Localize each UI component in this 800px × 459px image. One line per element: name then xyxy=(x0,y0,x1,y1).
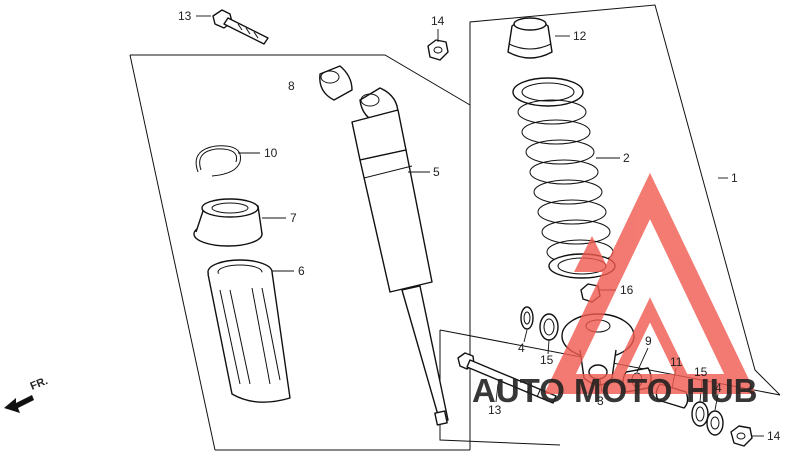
spring-seat-stopper xyxy=(193,198,263,247)
callout-14a: 14 xyxy=(431,14,445,28)
assembly-frame-left xyxy=(129,54,471,451)
collar-right xyxy=(706,410,724,436)
seal-right xyxy=(691,401,709,427)
callout-15a: 15 xyxy=(540,353,554,367)
callout-10: 10 xyxy=(264,146,278,160)
callout-11: 11 xyxy=(670,355,683,369)
front-direction-arrow-icon xyxy=(4,395,34,413)
bolt-bottom xyxy=(457,352,557,404)
upper-bushing xyxy=(319,65,353,101)
callout-9: 9 xyxy=(645,334,652,348)
seal-left xyxy=(539,313,559,341)
bump-stopper xyxy=(507,17,553,59)
callout-7: 7 xyxy=(290,211,297,225)
spring-cover xyxy=(207,259,291,403)
callout-4b: 4 xyxy=(715,381,722,395)
callout-1: 1 xyxy=(731,171,738,185)
circlip xyxy=(195,145,241,177)
watermark-text-moto: MOTO xyxy=(574,372,672,409)
callout-4a: 4 xyxy=(518,341,525,355)
callout-13b: 13 xyxy=(488,403,502,417)
damper xyxy=(351,87,449,426)
callout-3: 3 xyxy=(597,394,604,408)
callout-5: 5 xyxy=(433,165,440,179)
watermark-logo xyxy=(544,172,756,394)
front-direction-label: FR. xyxy=(29,375,50,393)
collar-left xyxy=(520,306,534,330)
callout-16: 16 xyxy=(620,283,634,297)
nut-top xyxy=(427,39,449,61)
callout-12: 12 xyxy=(573,29,587,43)
watermark-text-auto: AUTO xyxy=(472,372,565,409)
callout-6: 6 xyxy=(298,264,305,278)
bolt-top xyxy=(212,9,269,45)
nut-bottom xyxy=(730,425,753,447)
callout-14b: 14 xyxy=(767,429,781,443)
callout-8: 8 xyxy=(288,79,295,93)
callout-13a: 13 xyxy=(178,9,192,23)
callout-15b: 15 xyxy=(694,365,708,379)
watermark-text-hub: HUB xyxy=(686,372,758,409)
spring xyxy=(512,77,616,279)
callout-2: 2 xyxy=(623,151,630,165)
